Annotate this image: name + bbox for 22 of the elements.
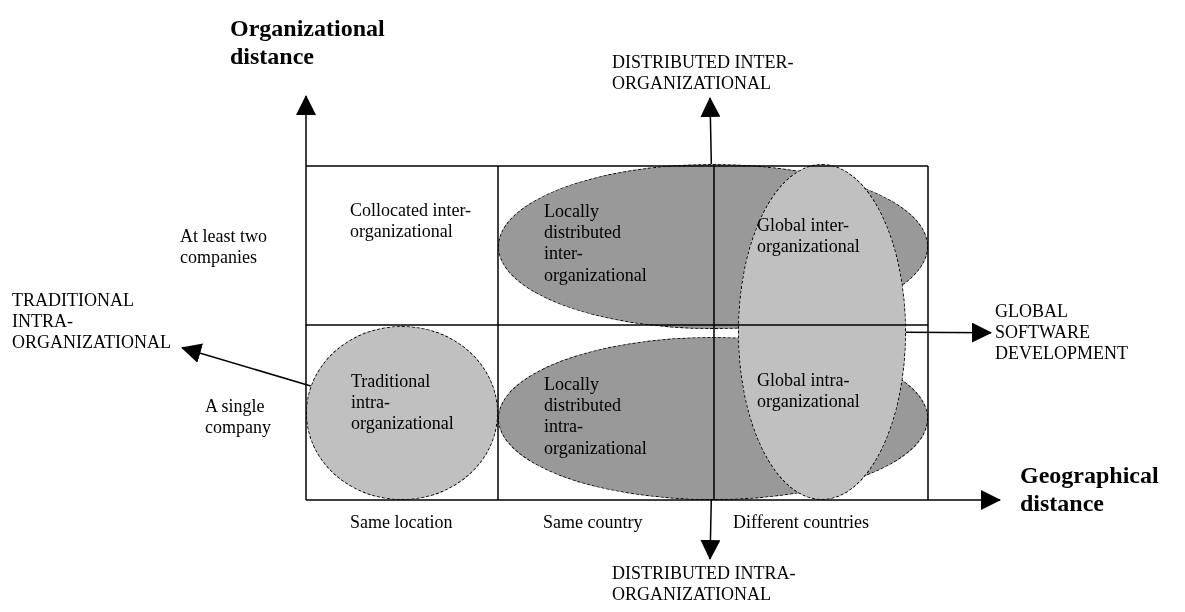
category-label: Global intra-organizational bbox=[757, 370, 861, 413]
column-label: Same country bbox=[543, 512, 644, 534]
column-label: Same location bbox=[350, 512, 454, 534]
cell-label: Collocated inter-organizational bbox=[350, 200, 473, 243]
category-annotation: GLOBAL SOFTWARE DEVELOPMENT bbox=[995, 301, 1137, 365]
category-circle bbox=[306, 326, 498, 500]
column-label: Different countries bbox=[733, 512, 871, 534]
category-label: Locally distributed inter-organizational bbox=[544, 201, 648, 286]
arrow bbox=[181, 343, 312, 387]
category-annotation: TRADITIONAL INTRA-ORGANIZATIONAL bbox=[12, 290, 178, 354]
arrow bbox=[700, 97, 721, 165]
arrow bbox=[905, 322, 992, 343]
category-label: Locally distributed intra-organizational bbox=[544, 374, 648, 459]
category-annotation: DISTRIBUTED INTER-ORGANIZATIONAL bbox=[612, 52, 807, 95]
arrow bbox=[700, 499, 721, 560]
category-label: Global inter-organizational bbox=[757, 215, 861, 258]
category-label: Traditional intra-organizational bbox=[351, 371, 455, 435]
row-label: A single company bbox=[205, 396, 272, 439]
row-label: At least two companies bbox=[180, 226, 268, 269]
axis-title: Geographical distance bbox=[1020, 462, 1160, 518]
axis-title: Organizational distance bbox=[230, 15, 386, 71]
category-annotation: DISTRIBUTED INTRA-ORGANIZATIONAL bbox=[612, 563, 807, 606]
